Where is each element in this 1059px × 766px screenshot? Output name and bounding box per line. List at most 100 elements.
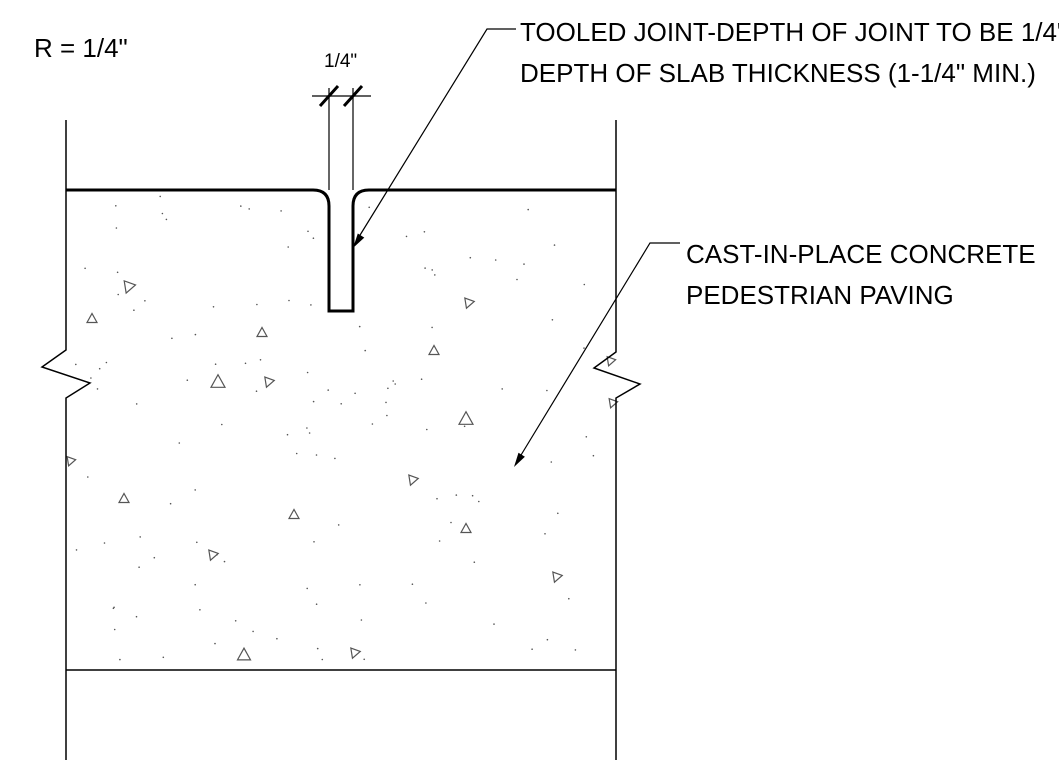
sand-dot bbox=[546, 638, 549, 641]
sand-dot bbox=[112, 607, 115, 610]
sand-dot bbox=[450, 521, 452, 524]
sand-dot bbox=[354, 392, 356, 395]
joint-callout-line1: TOOLED JOINT-DEPTH OF JOINT TO BE 1/4" bbox=[520, 17, 1059, 47]
sand-dot bbox=[159, 195, 161, 198]
sand-dot bbox=[531, 648, 533, 650]
right-break-line bbox=[592, 120, 642, 760]
sand-dot bbox=[312, 237, 315, 239]
sand-dot bbox=[223, 560, 226, 563]
aggregate-mark bbox=[606, 355, 617, 367]
sand-dot bbox=[315, 454, 318, 456]
sand-dot bbox=[516, 278, 518, 281]
sand-dot bbox=[256, 303, 258, 306]
sand-dot bbox=[359, 584, 361, 586]
sand-dot bbox=[425, 602, 427, 604]
sand-dot bbox=[255, 390, 258, 393]
sand-dot bbox=[144, 300, 146, 302]
sand-dot bbox=[360, 619, 363, 621]
dimension-tick-right bbox=[342, 84, 364, 108]
aggregate-mark bbox=[408, 474, 420, 487]
sand-dot bbox=[221, 423, 223, 426]
sand-dot bbox=[240, 205, 242, 207]
sand-dot bbox=[387, 387, 389, 390]
aggregate-mark bbox=[85, 312, 99, 324]
sand-dot bbox=[436, 497, 438, 500]
sand-dot bbox=[87, 476, 89, 478]
sand-dot bbox=[327, 389, 330, 391]
sand-dot bbox=[199, 609, 201, 611]
sand-dot bbox=[161, 212, 164, 215]
sand-dot bbox=[280, 210, 282, 212]
sand-dot bbox=[420, 378, 423, 381]
sand-dot bbox=[364, 349, 367, 352]
sand-dot bbox=[103, 542, 106, 544]
sand-dot bbox=[214, 642, 216, 645]
sand-dot bbox=[394, 383, 397, 385]
left-break-line bbox=[40, 120, 92, 760]
sand-dot bbox=[139, 536, 141, 538]
sand-dot bbox=[312, 400, 315, 403]
sand-dot bbox=[546, 389, 548, 392]
sand-dot bbox=[523, 263, 525, 265]
sand-dot bbox=[363, 658, 366, 661]
sand-dot bbox=[75, 549, 78, 551]
sand-dot bbox=[321, 658, 324, 661]
sand-dot bbox=[574, 649, 577, 651]
sand-dot bbox=[438, 540, 441, 542]
sand-dot bbox=[178, 442, 181, 444]
sand-dot bbox=[337, 524, 340, 526]
paving-leader-line bbox=[517, 242, 680, 461]
sand-dot bbox=[171, 337, 173, 340]
joint-callout-line2: DEPTH OF SLAB THICKNESS (1-1/4" MIN.) bbox=[520, 58, 1036, 88]
sand-dot bbox=[585, 436, 588, 438]
sand-dot bbox=[358, 325, 361, 328]
paving-callout-line1: CAST-IN-PLACE CONCRETE bbox=[686, 239, 1036, 269]
sand-dot bbox=[308, 432, 311, 434]
sand-dot bbox=[455, 494, 458, 496]
sand-dot bbox=[313, 541, 315, 543]
sand-dot bbox=[527, 208, 529, 211]
aggregate-mark bbox=[123, 279, 137, 295]
sand-dot bbox=[471, 494, 474, 497]
sand-dot bbox=[133, 309, 135, 312]
sand-dot bbox=[334, 457, 336, 460]
sand-dot bbox=[306, 587, 309, 590]
slab-surface-with-tooled-joint bbox=[66, 188, 616, 313]
aggregate-mark bbox=[209, 373, 227, 388]
sand-dot bbox=[194, 333, 197, 336]
sand-dot bbox=[385, 401, 387, 404]
sand-dot bbox=[196, 541, 198, 544]
aggregate-mark bbox=[117, 492, 131, 504]
sand-dot bbox=[306, 427, 308, 429]
radius-note: R = 1/4" bbox=[34, 33, 128, 63]
aggregate-mark bbox=[264, 376, 276, 389]
sand-dot bbox=[544, 533, 546, 535]
aggregate-mark bbox=[457, 410, 475, 425]
joint-leader-arrowhead bbox=[353, 233, 365, 248]
sand-dot bbox=[434, 274, 436, 276]
aggregate-mark bbox=[255, 326, 269, 338]
aggregate-mark bbox=[459, 522, 473, 534]
sand-dot bbox=[568, 597, 570, 600]
aggregate-mark bbox=[552, 571, 564, 584]
sand-dot bbox=[315, 603, 318, 605]
sand-dot bbox=[493, 623, 495, 625]
sand-dot bbox=[113, 628, 116, 631]
sand-dot bbox=[119, 658, 121, 661]
joint-width-dimension: 1/4" bbox=[324, 51, 357, 72]
sand-dot bbox=[135, 615, 138, 618]
sand-dot bbox=[494, 259, 497, 261]
sand-dot bbox=[557, 512, 559, 515]
sand-dot bbox=[214, 363, 217, 366]
sand-dot bbox=[386, 414, 388, 417]
sand-dot bbox=[310, 304, 312, 306]
aggregate-mark bbox=[608, 397, 619, 409]
sand-dot bbox=[117, 293, 119, 296]
sand-dot bbox=[431, 326, 433, 329]
paving-leader-arrowhead bbox=[514, 452, 525, 467]
sand-dot bbox=[286, 433, 289, 436]
sand-dot bbox=[592, 454, 595, 457]
sand-dot bbox=[307, 230, 309, 233]
sand-dot bbox=[165, 218, 168, 221]
sand-dot bbox=[392, 380, 395, 382]
